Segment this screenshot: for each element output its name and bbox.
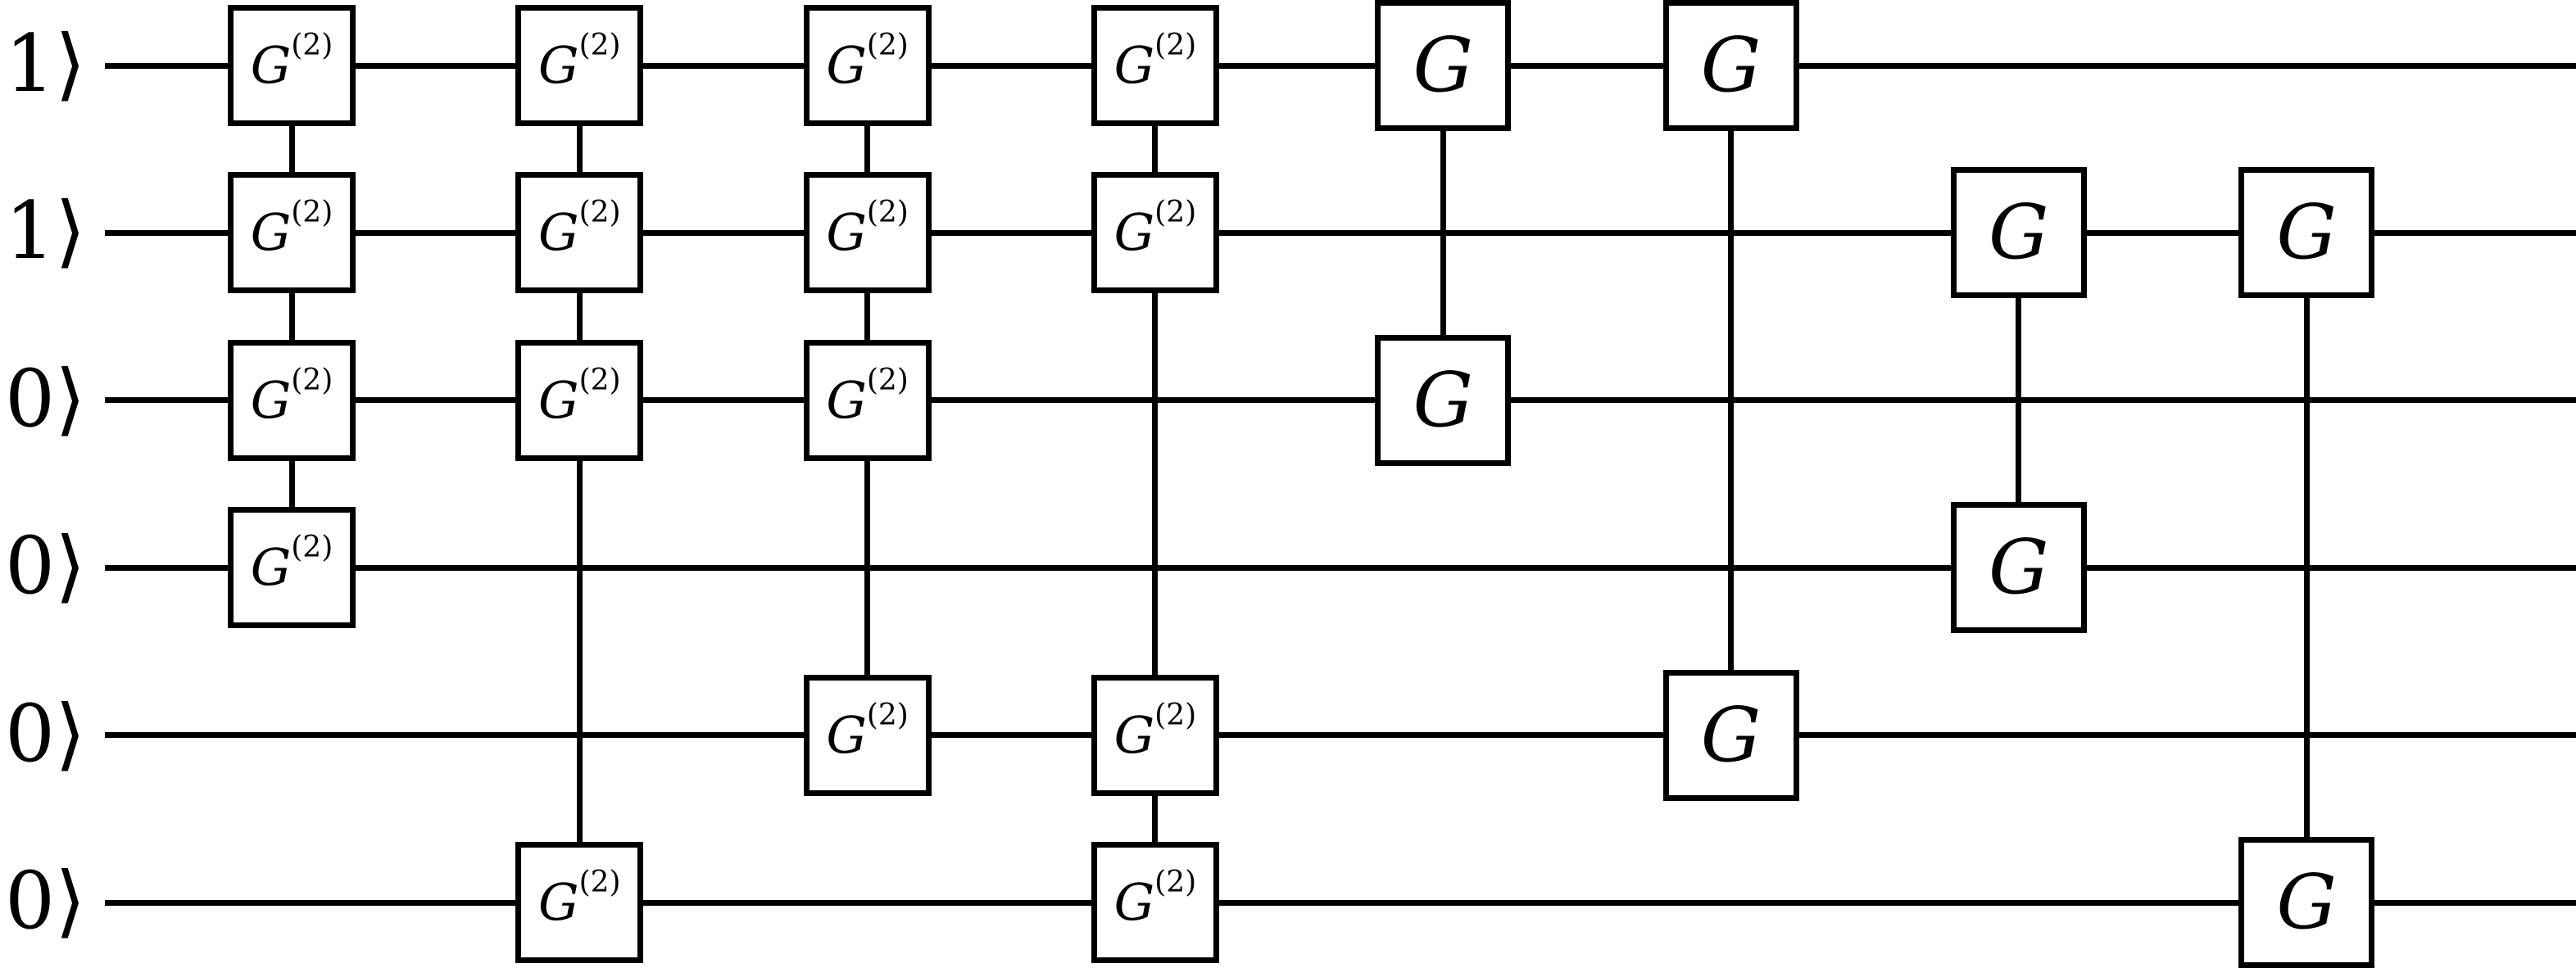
gate-label: G <box>250 537 292 598</box>
gate-box: G(2) <box>803 172 932 294</box>
gate-label-superscript: (2) <box>1154 196 1197 230</box>
gate-label-superscript: (2) <box>578 363 621 397</box>
gate-label: G <box>1989 188 2049 277</box>
gate-box: G(2) <box>228 507 356 629</box>
gate-label-superscript: (2) <box>291 531 333 565</box>
gate-connector-line <box>576 66 583 902</box>
gate-box: G(2) <box>228 172 356 294</box>
qubit-state-label: 0⟩ <box>5 520 86 613</box>
gate-box: G(2) <box>1091 842 1219 963</box>
qubit-state-label: 1⟩ <box>5 18 86 111</box>
gate-box: G <box>1662 669 1799 801</box>
gate-label-superscript: (2) <box>291 29 333 62</box>
qubit-wire <box>105 229 2576 236</box>
gate-label: G <box>1113 704 1155 765</box>
gate-connector-line <box>2303 233 2310 902</box>
gate-box: G(2) <box>515 5 644 126</box>
gate-label: G <box>826 369 867 430</box>
gate-label: G <box>1113 202 1155 263</box>
gate-box: G <box>1375 0 1512 131</box>
qubit-wire <box>105 732 2576 739</box>
qubit-state-label: 0⟩ <box>5 855 86 948</box>
gate-label: G <box>538 872 579 932</box>
gate-box: G(2) <box>515 339 644 461</box>
gate-label-superscript: (2) <box>1154 29 1197 62</box>
gate-box: G <box>2238 837 2375 968</box>
gate-connector-line <box>288 66 295 568</box>
qubit-state-label: 0⟩ <box>5 687 86 780</box>
gate-label: G <box>250 202 292 263</box>
gate-box: G(2) <box>228 339 356 461</box>
gate-label: G <box>1700 21 1762 109</box>
gate-label-superscript: (2) <box>866 196 909 230</box>
qubit-state-label: 0⟩ <box>5 352 86 445</box>
qubit-wire <box>105 397 2576 404</box>
gate-label: G <box>538 369 579 430</box>
gate-label-superscript: (2) <box>578 29 621 62</box>
gate-label: G <box>1413 355 1473 444</box>
gate-label-superscript: (2) <box>866 29 909 62</box>
gate-box: G(2) <box>515 172 644 294</box>
gate-label: G <box>1413 21 1473 109</box>
gate-label-superscript: (2) <box>1154 866 1197 899</box>
gate-connector-line <box>1440 66 1446 400</box>
gate-connector-line <box>2016 233 2022 568</box>
qubit-state-label: 1⟩ <box>5 185 86 278</box>
gate-connector-line <box>1728 66 1734 735</box>
gate-box: G(2) <box>1091 172 1219 294</box>
gate-label: G <box>826 202 867 263</box>
gate-label: G <box>2276 858 2337 946</box>
gate-box: G(2) <box>803 5 932 126</box>
gate-box: G <box>1662 0 1799 131</box>
gate-box: G(2) <box>1091 5 1219 126</box>
gate-label-superscript: (2) <box>866 363 909 397</box>
gate-label: G <box>250 35 292 95</box>
gate-box: G <box>1375 334 1512 466</box>
qubit-wire <box>105 899 2576 906</box>
gate-label: G <box>1989 523 2049 612</box>
gate-box: G <box>1950 167 2087 299</box>
gate-box: G <box>1950 502 2087 634</box>
gate-label-superscript: (2) <box>291 363 333 397</box>
gate-box: G(2) <box>803 674 932 796</box>
gate-label: G <box>1700 690 1762 779</box>
gate-label: G <box>1113 872 1155 932</box>
gate-box: G(2) <box>515 842 644 963</box>
gate-label-superscript: (2) <box>291 196 333 230</box>
gate-label-superscript: (2) <box>578 196 621 230</box>
qubit-wire <box>105 62 2576 69</box>
gate-label: G <box>538 35 579 95</box>
gate-label-superscript: (2) <box>866 698 909 732</box>
gate-label: G <box>1113 35 1155 95</box>
gate-label-superscript: (2) <box>578 866 621 899</box>
gate-label: G <box>826 35 867 95</box>
gate-label: G <box>250 369 292 430</box>
qubit-wire <box>105 564 2576 571</box>
gate-connector-line <box>1152 66 1159 902</box>
gate-label: G <box>826 704 867 765</box>
gate-box: G(2) <box>1091 674 1219 796</box>
gate-box: G(2) <box>228 5 356 126</box>
gate-label-superscript: (2) <box>1154 698 1197 732</box>
gate-label: G <box>538 202 579 263</box>
gate-label: G <box>2276 188 2337 277</box>
gate-box: G(2) <box>803 339 932 461</box>
gate-box: G <box>2238 167 2375 299</box>
